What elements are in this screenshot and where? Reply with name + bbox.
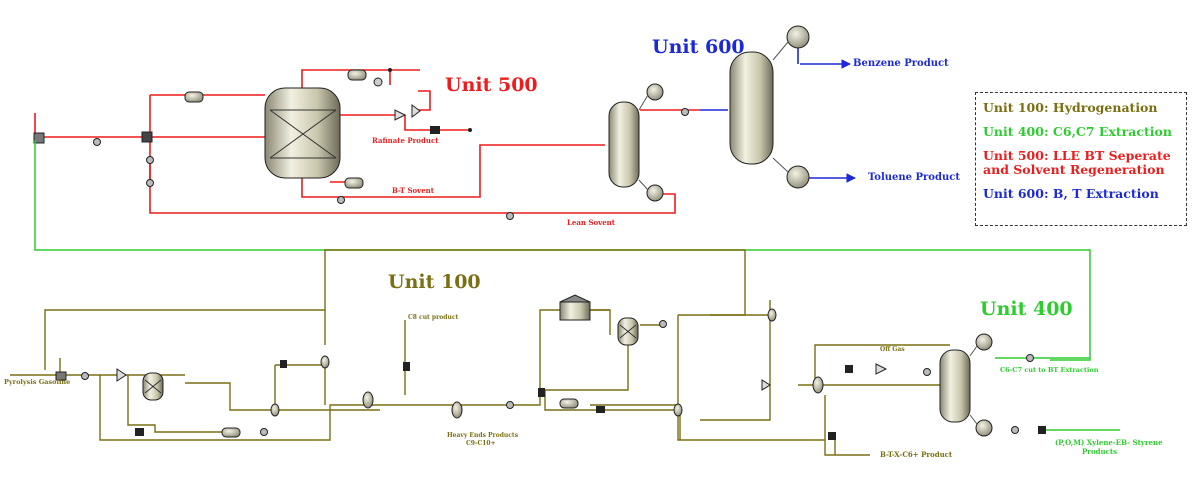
toluene-product-label: Toluene Product: [868, 172, 960, 183]
tank-icon: [559, 294, 591, 321]
unit-600-equipment: [729, 25, 810, 189]
xylene-products-label-2: Products: [1082, 447, 1118, 456]
legend-item-unit-400: Unit 400: C6,C7 Extraction: [983, 124, 1172, 139]
heavy-ends-label: Heavy Ends Products: [447, 432, 519, 439]
mixer-icon: [33, 68, 472, 144]
unit-600-title: Unit 600: [652, 36, 745, 58]
legend: Unit 100: Hydrogenation Unit 400: C6,C7 …: [975, 92, 1187, 226]
unit-600-lines: [700, 45, 855, 183]
bt-solvent-label: B-T Sovent: [392, 186, 435, 195]
unit-500-title: Unit 500: [445, 74, 538, 96]
legend-item-unit-500: Unit 500: LLE BT Seperate and Solvent Re…: [983, 148, 1171, 177]
pump-icon: [81, 320, 1034, 436]
mixer-icon: [55, 360, 1046, 440]
benzene-product-label: Benzene Product: [853, 58, 949, 69]
reactor-vessel: [617, 317, 639, 346]
pump-icon: [93, 108, 689, 220]
unit-100-equipment: [55, 294, 1046, 440]
unit-500-lines: [34, 69, 700, 214]
heavy-ends-range-label: C9-C10+: [466, 440, 496, 447]
unit-400-lines: [34, 140, 1120, 431]
c8-cut-product-label: C8 cut product: [408, 314, 459, 321]
drum-icon: [221, 398, 579, 438]
distillation-column: [939, 333, 993, 437]
btx-product-label: B-T-X-C6+ Product: [880, 450, 953, 459]
raffinate-product-label: Rafinate Product: [372, 136, 439, 145]
reactor-vessel: [142, 372, 164, 401]
unit-100-title: Unit 100: [388, 271, 481, 293]
legend-item-unit-600: Unit 600: B, T Extraction: [983, 186, 1159, 201]
heat-exchanger-icon: [270, 308, 824, 419]
unit-100-lines: [10, 249, 950, 456]
xylene-products-label: (P,O,M) Xylene-EB- Styrene: [1055, 438, 1163, 447]
unit-500-equipment: [33, 68, 689, 220]
lean-solvent-label: Lean Sovent: [567, 218, 616, 227]
pyrolysis-gasoline-label: Pyrolysis Gasoline: [4, 378, 71, 386]
unit-400-title: Unit 400: [980, 298, 1073, 320]
drum-icon: [184, 69, 367, 189]
off-gas-label: Off Gas: [880, 346, 905, 353]
legend-item-unit-100: Unit 100: Hydrogenation: [983, 100, 1158, 115]
reactor-vessel: [264, 87, 341, 179]
c6c7-cut-label: C6-C7 cut to BT Extraction: [1000, 366, 1099, 374]
extraction-column: [608, 83, 664, 202]
